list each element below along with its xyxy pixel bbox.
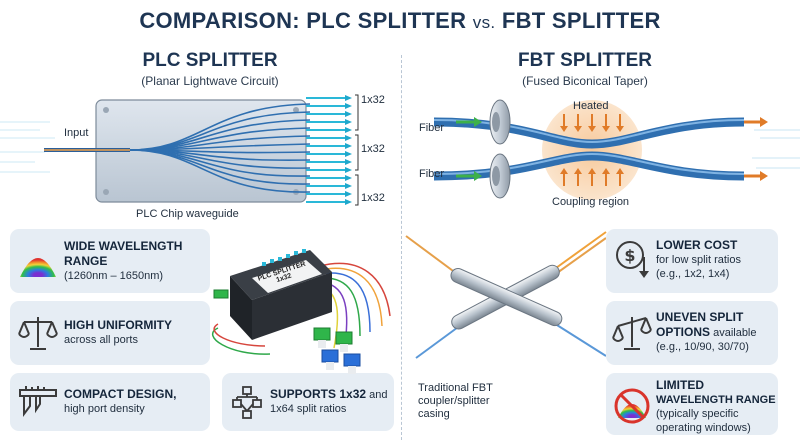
plc-splitter-module bbox=[211, 249, 391, 374]
card-detail-2: (e.g., 1x2, 1x4) bbox=[656, 268, 730, 280]
coupling-region-label: Coupling region bbox=[552, 196, 630, 208]
fbt-fiber-label-2: Fiber bbox=[419, 168, 445, 180]
card-title: LIMITED bbox=[656, 378, 704, 392]
plc-chip-diagram bbox=[0, 94, 359, 206]
plc-title: PLC SPLITTER bbox=[142, 50, 278, 71]
fbt-title: FBT SPLITTER bbox=[517, 50, 653, 71]
fbt-fiber-label-1: Fiber bbox=[419, 122, 445, 134]
card-detail-2: operating windows) bbox=[656, 422, 751, 434]
title-right: FBT SPLITTER bbox=[501, 8, 661, 33]
card-detail: (1260nm – 1650nm) bbox=[64, 270, 164, 282]
title-left: COMPARISON: PLC SPLITTER bbox=[139, 8, 467, 33]
card-title-tail: available bbox=[713, 327, 757, 339]
svg-text:$: $ bbox=[624, 246, 635, 265]
page-title: COMPARISON: PLC SPLITTER vs. FBT SPLITTE… bbox=[0, 8, 800, 34]
card-title: SUPPORTS 1x32 bbox=[270, 387, 367, 401]
casing-label-line-1: Traditional FBT bbox=[418, 382, 493, 394]
limited-spectrum-icon bbox=[614, 388, 650, 424]
balance-scale-icon bbox=[18, 317, 58, 350]
plc-chip-label: PLC Chip waveguide bbox=[136, 208, 239, 220]
plc-input-label: Input bbox=[64, 127, 89, 139]
module-body bbox=[230, 249, 332, 340]
heat-arrows bbox=[560, 114, 624, 186]
card-title-2: OPTIONS bbox=[656, 325, 711, 339]
card-title: LOWER COST bbox=[656, 238, 738, 252]
sc-connectors bbox=[213, 289, 361, 374]
casing-tube-2 bbox=[450, 268, 563, 327]
center-divider bbox=[401, 55, 402, 440]
card-title: UNEVEN SPLIT bbox=[656, 310, 744, 324]
rainbow-spectrum-icon bbox=[20, 258, 56, 277]
card-detail-1: for low split ratios bbox=[656, 254, 741, 266]
plc-subtitle: (Planar Lightwave Circuit) bbox=[141, 74, 279, 88]
hierarchy-tree-icon bbox=[232, 386, 262, 419]
fbt-output-arrows bbox=[744, 117, 768, 181]
casing-label-line-2: coupler/splitter bbox=[418, 395, 490, 407]
card-detail: 1x64 split ratios bbox=[270, 403, 347, 415]
plc-output-brackets bbox=[355, 94, 359, 206]
casing-label-line-3: casing bbox=[418, 408, 450, 420]
card-title: HIGH UNIFORMITY bbox=[64, 318, 172, 332]
plc-output-label-2: 1x32 bbox=[361, 143, 385, 155]
card-detail-1: (typically specific bbox=[656, 408, 739, 420]
fbt-card-cost: $ LOWER COST for low split ratios (e.g.,… bbox=[606, 229, 778, 293]
card-title-tail: and bbox=[369, 389, 388, 401]
fbt-card-limited-wavelength: LIMITED WAVELENGTH RANGE (typically spec… bbox=[606, 373, 778, 435]
card-detail: high port density bbox=[64, 403, 145, 415]
caliper-icon bbox=[19, 386, 57, 417]
plc-card-wavelength: WIDE WAVELENGTH RANGE (1260nm – 1650nm) bbox=[10, 229, 210, 293]
title-vs: vs. bbox=[472, 13, 496, 32]
plc-card-split-ratios: SUPPORTS 1x32 and 1x64 split ratios bbox=[222, 373, 394, 431]
plc-card-uniformity: HIGH UNIFORMITY across all ports bbox=[10, 301, 210, 365]
uneven-scale-icon bbox=[612, 317, 652, 350]
plc-card-compact: COMPACT DESIGN, high port density bbox=[10, 373, 210, 431]
plc-output-label-3: 1x32 bbox=[361, 192, 385, 204]
fbt-input-arrows bbox=[456, 117, 482, 181]
heated-label: Heated bbox=[573, 100, 609, 112]
fbt-card-uneven-split: UNEVEN SPLIT OPTIONS available (e.g., 10… bbox=[606, 301, 778, 365]
fbt-clamp-rings bbox=[489, 99, 511, 199]
card-title: COMPACT DESIGN, bbox=[64, 387, 177, 401]
card-title: WIDE WAVELENGTH RANGE bbox=[64, 239, 183, 268]
fbt-taper-diagram bbox=[433, 99, 800, 200]
fbt-subtitle: (Fused Biconical Taper) bbox=[522, 74, 648, 88]
card-detail: across all ports bbox=[64, 334, 138, 346]
fbt-casing-illustration bbox=[405, 231, 607, 359]
casing-label: Traditional FBT coupler/splitter casing bbox=[418, 382, 493, 421]
dollar-down-icon: $ bbox=[616, 241, 649, 278]
plc-output-label-1: 1x32 bbox=[361, 94, 385, 106]
plc-output-fibers bbox=[306, 95, 352, 205]
card-detail-1: (e.g., 10/90, 30/70) bbox=[656, 341, 749, 353]
card-title-2: WAVELENGTH RANGE bbox=[656, 394, 776, 406]
heated-zone bbox=[542, 100, 642, 200]
plc-waveguides bbox=[129, 103, 311, 193]
